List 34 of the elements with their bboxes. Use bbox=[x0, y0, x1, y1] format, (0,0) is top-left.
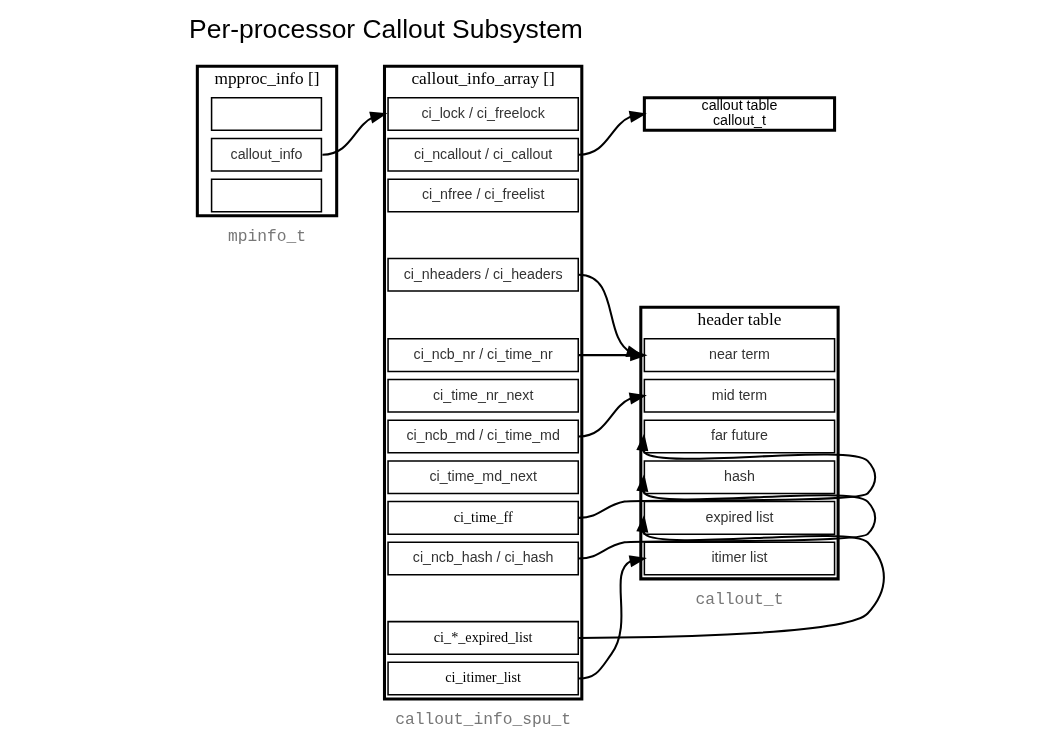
arrow bbox=[577, 349, 647, 362]
node-box: ci_lock / ci_freelock bbox=[386, 97, 579, 132]
node-box: ci_time_nr_next bbox=[386, 378, 579, 413]
node-box: callout table callout_t bbox=[642, 96, 836, 132]
arrow bbox=[578, 392, 647, 438]
node-label: callout_t bbox=[695, 590, 783, 610]
arrow bbox=[578, 514, 885, 639]
arrow bbox=[578, 433, 876, 519]
node-box: ci_time_ff bbox=[386, 500, 579, 535]
node-box: ci_*_expired_list bbox=[386, 620, 579, 655]
arrow bbox=[578, 474, 876, 560]
node-box: ci_nfree / ci_freelist bbox=[386, 178, 579, 213]
diagram-title: Per-processor Callout Subsystem bbox=[188, 13, 583, 44]
arrow bbox=[578, 110, 647, 156]
node-box: ci_ncallout / ci_callout bbox=[386, 137, 579, 172]
arrow bbox=[321, 111, 387, 156]
node-box: mid term bbox=[643, 378, 835, 413]
node-label: callout_info_spu_t bbox=[394, 710, 571, 730]
node-box: ci_ncb_hash / ci_hash bbox=[386, 541, 579, 576]
node-box: hash bbox=[643, 460, 835, 495]
node-box: ci_time_md_next bbox=[386, 460, 579, 495]
node-box: ci_itimer_list bbox=[386, 661, 579, 696]
node-box: ci_ncb_md / ci_time_md bbox=[386, 419, 579, 454]
arrow bbox=[578, 555, 647, 680]
node-box: ci_nheaders / ci_headers bbox=[386, 257, 579, 292]
node-box bbox=[210, 97, 322, 132]
node-box: callout_info bbox=[210, 137, 322, 172]
node-box: far future bbox=[643, 419, 835, 454]
node-box: near term bbox=[643, 338, 835, 373]
node-box: expired list bbox=[643, 500, 835, 535]
node-box: itimer list bbox=[643, 541, 835, 576]
node-box: ci_ncb_nr / ci_time_nr bbox=[386, 338, 579, 373]
node-label: mpinfo_t bbox=[227, 227, 306, 247]
node-box bbox=[210, 178, 322, 213]
